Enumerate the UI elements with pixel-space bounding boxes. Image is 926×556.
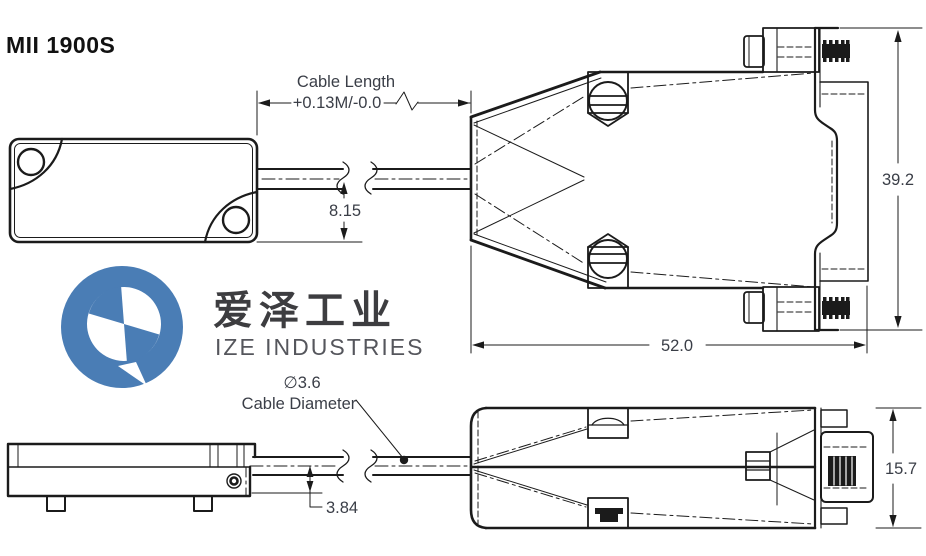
cable-length-tolerance: +0.13M/-0.0 <box>293 94 382 112</box>
front-view-sensor <box>8 137 471 244</box>
ize-logo-icon <box>61 266 183 388</box>
dim-front-cable-offset: 8.15 <box>256 182 363 243</box>
side-cable-offset-value: 3.84 <box>326 499 358 517</box>
cable-diameter-label: Cable Diameter <box>242 395 357 413</box>
dim-cable-length: Cable Length +0.13M/-0.0 <box>256 73 472 136</box>
dim-connector-height: 39.2 <box>839 27 923 331</box>
dim-side-cable-offset: 3.84 <box>251 466 358 517</box>
connector-height-value: 39.2 <box>882 171 914 189</box>
top-view-connector <box>469 26 869 332</box>
backshell-screw-bottom <box>587 233 629 289</box>
cable-diameter-value: ∅3.6 <box>283 374 320 392</box>
jackscrew-top <box>743 27 850 73</box>
side-view-sensor <box>6 442 471 512</box>
bottom-view-connector <box>469 406 874 530</box>
jackscrew-bottom <box>743 286 850 332</box>
dim-cable-diameter: ∅3.6 Cable Diameter <box>242 374 409 465</box>
cable-length-label: Cable Length <box>297 73 395 91</box>
front-cable-offset-value: 8.15 <box>329 202 361 220</box>
connector-length-value: 52.0 <box>661 337 693 355</box>
backshell-screw-top <box>587 71 629 127</box>
mounting-hole <box>221 205 251 235</box>
dim-connector-length: 52.0 <box>470 245 868 355</box>
watermark-cn-text: 爱泽工业 <box>213 289 397 333</box>
mounting-hole <box>16 147 46 177</box>
watermark-en-text: IZE INDUSTRIES <box>215 334 425 360</box>
connector-thickness-value: 15.7 <box>885 460 917 478</box>
page-title: MII 1900S <box>6 32 116 58</box>
dim-connector-thickness: 15.7 <box>875 407 922 529</box>
